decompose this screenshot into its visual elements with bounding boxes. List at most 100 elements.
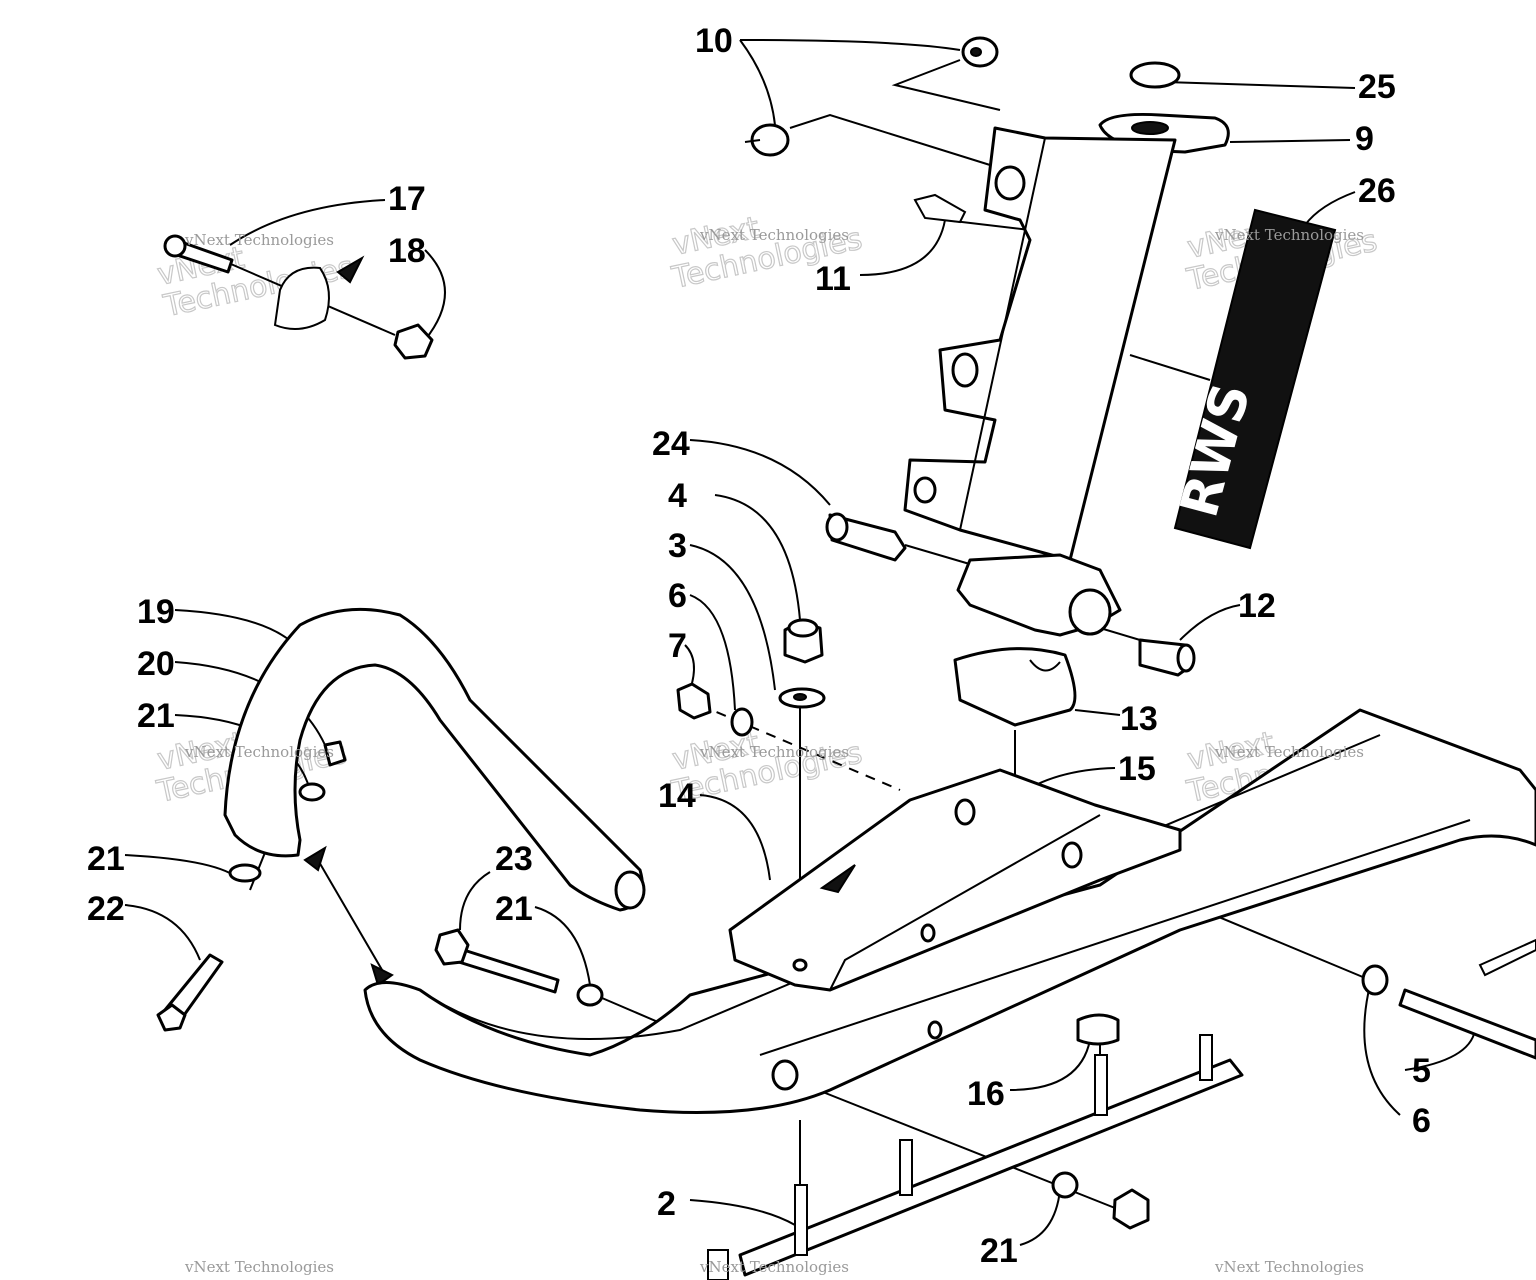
callout-22: 22: [87, 890, 125, 928]
callout-23: 23: [495, 840, 533, 878]
leader-6a: [689, 594, 736, 711]
part-14-saddle-edge: [829, 814, 1101, 991]
ski-body-shape: [363, 708, 1536, 1114]
watermark-7: vNext Technologies: [184, 1258, 334, 1276]
part-21-washer-d: [1051, 1171, 1079, 1199]
leader-3: [689, 544, 776, 691]
ski-body-rib: [759, 819, 1471, 1056]
part-6-washer-b: [1361, 964, 1389, 996]
part-3-washer-hole: [793, 693, 807, 701]
arrow-head-top: [303, 845, 327, 872]
callout-2: 2: [657, 1185, 676, 1223]
ski-body-top-edge: [419, 734, 1381, 1040]
leader-25: [1164, 81, 1356, 89]
ski-body-hole: [771, 1059, 799, 1091]
callout-16: 16: [967, 1075, 1005, 1113]
callout-15: 15: [1118, 750, 1156, 788]
leader-21c: [534, 906, 591, 986]
part-6-washer: [730, 707, 754, 737]
part-2-stud-e: [707, 1249, 729, 1280]
callout-19: 19: [137, 593, 175, 631]
part-housing-edge: [959, 137, 1046, 531]
leader-11: [859, 219, 946, 276]
part-23-bolt-head: [434, 928, 470, 966]
part-2-stud-b: [899, 1139, 913, 1196]
leader-12: [1179, 604, 1241, 641]
part-14-hole-d: [792, 958, 808, 972]
leader-17: [229, 199, 386, 246]
watermark-8: vNext Technologies: [699, 1258, 849, 1276]
leader-10d: [789, 113, 991, 166]
part-21-washer-a: [298, 782, 326, 802]
parts-top: [744, 36, 1230, 157]
parts-bottom: [707, 938, 1536, 1280]
leader-10b: [739, 39, 776, 126]
leader-26: [1304, 191, 1356, 226]
leader-lines: [124, 39, 1476, 1246]
part-25-cap: [1129, 61, 1181, 89]
callout-9: 9: [1355, 120, 1374, 158]
part-18-nut: [393, 323, 434, 360]
part-2-stud-c: [1094, 1054, 1108, 1116]
callout-14: 14: [658, 777, 696, 815]
part-11-grease-fitting: [913, 193, 967, 224]
callout-12: 12: [1238, 587, 1276, 625]
leader-18: [424, 249, 446, 341]
watermark-1: vNext Technologies: [184, 231, 334, 249]
watermark-2: vNext Technologies: [699, 226, 849, 244]
part-14-hole-b: [1061, 841, 1083, 869]
leader-2: [689, 1199, 796, 1226]
leader-10a: [739, 39, 961, 51]
part-21-washer-b: [228, 863, 262, 883]
part-edge-blade: [1478, 938, 1536, 977]
part-2-stud-d: [1199, 1034, 1213, 1081]
callouts: 10 25 9 26 17 18 11 24 4 3 6 7 12 19 20 …: [87, 22, 1431, 1270]
part-10-stud: [744, 139, 761, 143]
part-10-bumper-left: [750, 123, 790, 157]
part-22-bolt-head: [156, 1003, 187, 1032]
part-2-wear-bar: [738, 1058, 1244, 1277]
callout-5: 5: [1412, 1052, 1431, 1090]
part-21-washer-c: [576, 983, 604, 1007]
leader-23: [459, 871, 491, 931]
part-housing-hole-low: [913, 476, 937, 504]
leader-4: [714, 494, 801, 621]
part-14-saddle: [728, 768, 1182, 992]
callout-17: 17: [388, 180, 426, 218]
part-10-bumper-top-hole: [970, 47, 982, 57]
part-12-bushing-end: [1176, 643, 1196, 673]
part-housing-hole-top: [994, 165, 1026, 201]
arrow-17: [336, 255, 365, 284]
callout-21-a: 21: [137, 697, 175, 735]
leader-14: [699, 794, 771, 881]
callout-24: 24: [652, 425, 690, 463]
arrow-14: [819, 864, 856, 894]
part-24-bushing-end: [825, 512, 849, 542]
part-housing-knuckle-bore: [1068, 588, 1112, 636]
callout-21-c: 21: [495, 890, 533, 928]
watermark-4: vNext Technologies: [184, 743, 334, 761]
part-7-nut: [676, 682, 712, 720]
callout-21-d: 21: [980, 1232, 1018, 1270]
leader-6b: [1363, 984, 1401, 1116]
part-4-locknut-top: [787, 618, 819, 638]
arrow-line: [314, 854, 386, 976]
part-9-plate-hole: [1131, 121, 1169, 135]
watermark-5: vNext Technologies: [699, 743, 849, 761]
callout-26: 26: [1358, 172, 1396, 210]
callout-25: 25: [1358, 68, 1396, 106]
part-17-bracket: [273, 266, 330, 330]
part-19-handle-shape: [223, 607, 644, 912]
parts-23: [434, 928, 604, 1007]
callout-7: 7: [668, 627, 687, 665]
leader-13: [1074, 709, 1121, 716]
callout-6-upper: 6: [668, 577, 687, 615]
parts-17-18: [163, 234, 434, 360]
leader-21d: [1019, 1189, 1061, 1246]
callout-6-lower: 6: [1412, 1102, 1431, 1140]
leader-10c: [891, 59, 1001, 111]
part-14-hole-a: [954, 798, 976, 826]
leader-5: [1404, 1029, 1476, 1071]
callout-10: 10: [695, 22, 733, 60]
